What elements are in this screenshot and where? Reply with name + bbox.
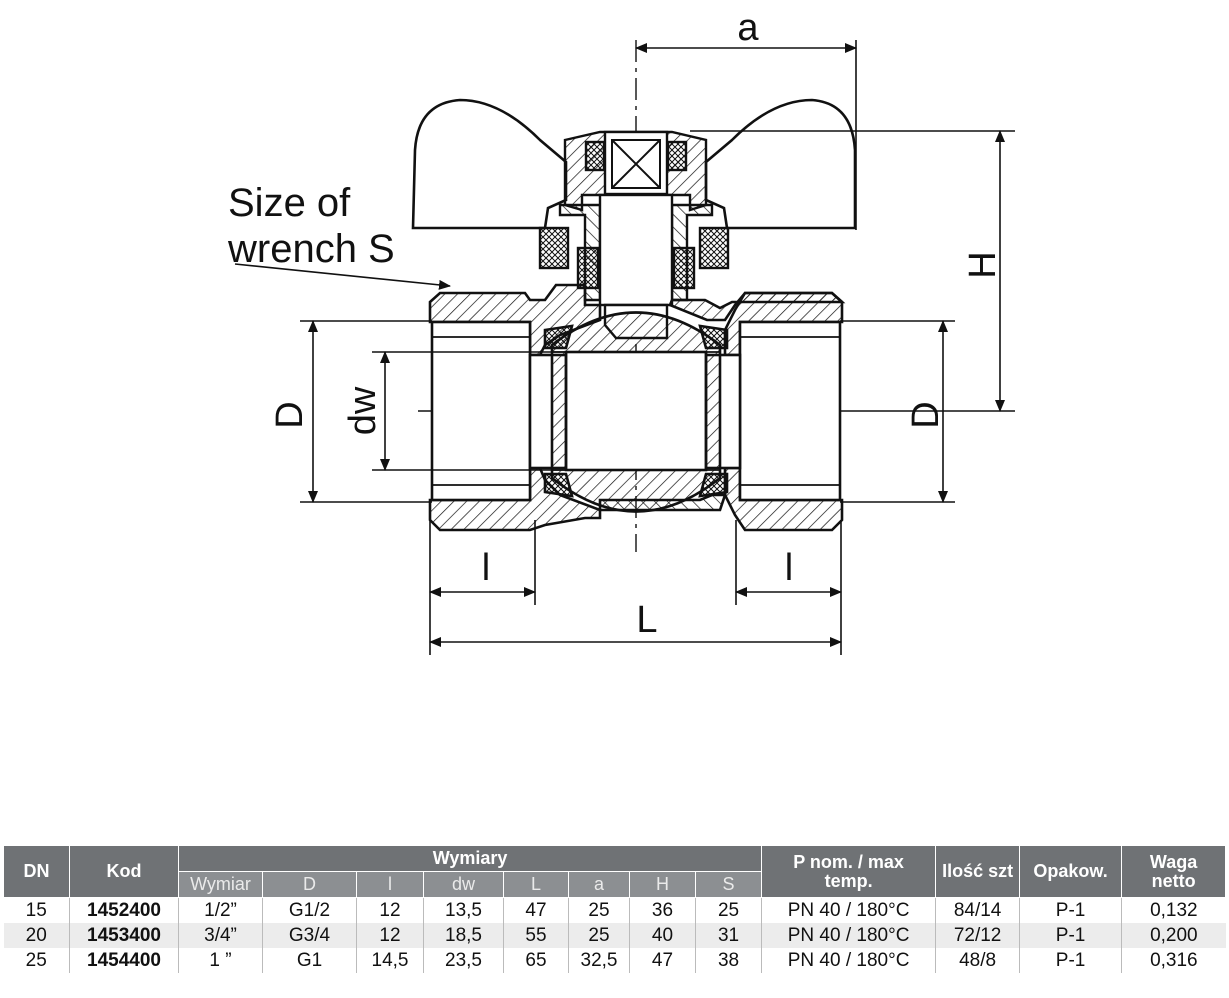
table-cell: 1/2”: [178, 897, 263, 923]
header-wymiary: Wymiary: [177, 845, 763, 872]
table-cell: 1452400: [69, 897, 179, 923]
table-cell: 1453400: [69, 923, 179, 948]
table-cell: G1/2: [262, 897, 357, 923]
dimension-label-a: a: [737, 7, 759, 49]
butterfly-handle: [411, 98, 857, 230]
subheader-l: l: [356, 871, 424, 898]
subheader-a: a: [568, 871, 630, 898]
subheader-D: D: [262, 871, 357, 898]
table-cell: 12: [356, 923, 424, 948]
table-cell: 25: [25, 950, 47, 971]
header-ilosc: Ilość szt: [935, 845, 1021, 898]
table-cell: G3/4: [262, 923, 357, 948]
valve-ball: [543, 311, 729, 513]
table-cell: 0,200: [1121, 923, 1226, 948]
table-cell: G1: [262, 948, 357, 973]
table-cell: 25: [694, 897, 762, 923]
table-cell: 47: [503, 897, 569, 923]
subheader-L: L: [503, 871, 569, 898]
ball-valve-drawing: a H D dw D l l L Size of wrench S: [227, 7, 1015, 655]
table-cell: 48/8: [935, 948, 1020, 973]
header-kod: Kod: [69, 845, 179, 898]
table-cell: 18,5: [423, 923, 504, 948]
table-cell: PN 40 / 180°C: [761, 897, 936, 923]
subheader-S: S: [694, 871, 763, 898]
subheader-H: H: [629, 871, 696, 898]
table-cell: 1 ”: [178, 948, 263, 973]
table-cell: 25: [568, 923, 630, 948]
table-cell: 40: [629, 923, 696, 948]
table-cell: PN 40 / 180°C: [761, 948, 936, 973]
table-cell: 23,5: [423, 948, 504, 973]
subheader-wymiar: Wymiar: [178, 871, 263, 898]
table-cell: 15: [25, 900, 47, 921]
dimension-label-D-right: D: [905, 401, 947, 428]
table-cell: P-1: [1019, 948, 1122, 973]
dimension-label-dw: dw: [342, 386, 384, 435]
table-cell: 20: [3, 923, 70, 948]
dimension-label-D-left: D: [269, 401, 311, 428]
table-cell: 1454400: [69, 948, 179, 973]
table-cell: 25: [568, 897, 630, 923]
table-cell: 31: [694, 923, 762, 948]
header-dn: DN: [3, 845, 70, 898]
table-cell: 13,5: [423, 897, 504, 923]
dimension-label-l-right: l: [785, 547, 793, 589]
table-cell: 55: [503, 923, 569, 948]
dimension-label-l-left: l: [482, 547, 490, 589]
wrench-note-line2: wrench S: [227, 227, 395, 271]
table-cell: 3/4”: [178, 923, 263, 948]
table-cell: 32,5: [568, 948, 630, 973]
table-cell: 14,5: [356, 948, 424, 973]
table-cell: 0,132: [1121, 897, 1226, 923]
table-cell: 84/14: [935, 897, 1020, 923]
table-cell: P-1: [1019, 897, 1122, 923]
table-cell: 12: [356, 897, 424, 923]
table-cell: 72/12: [935, 923, 1020, 948]
table-cell: 36: [629, 897, 696, 923]
table-cell: PN 40 / 180°C: [761, 923, 936, 948]
header-opakow: Opakow.: [1019, 845, 1123, 898]
wrench-note-line1: Size of: [228, 181, 351, 225]
dimension-lines: [234, 40, 1015, 655]
table-cell: 47: [629, 948, 696, 973]
table-cell: 65: [503, 948, 569, 973]
subheader-dw: dw: [423, 871, 504, 898]
dimension-label-H: H: [962, 251, 1004, 278]
dimension-label-L: L: [636, 599, 657, 641]
table-cell: 0,316: [1121, 948, 1226, 973]
table-cell: 38: [694, 948, 762, 973]
table-cell: P-1: [1019, 923, 1122, 948]
